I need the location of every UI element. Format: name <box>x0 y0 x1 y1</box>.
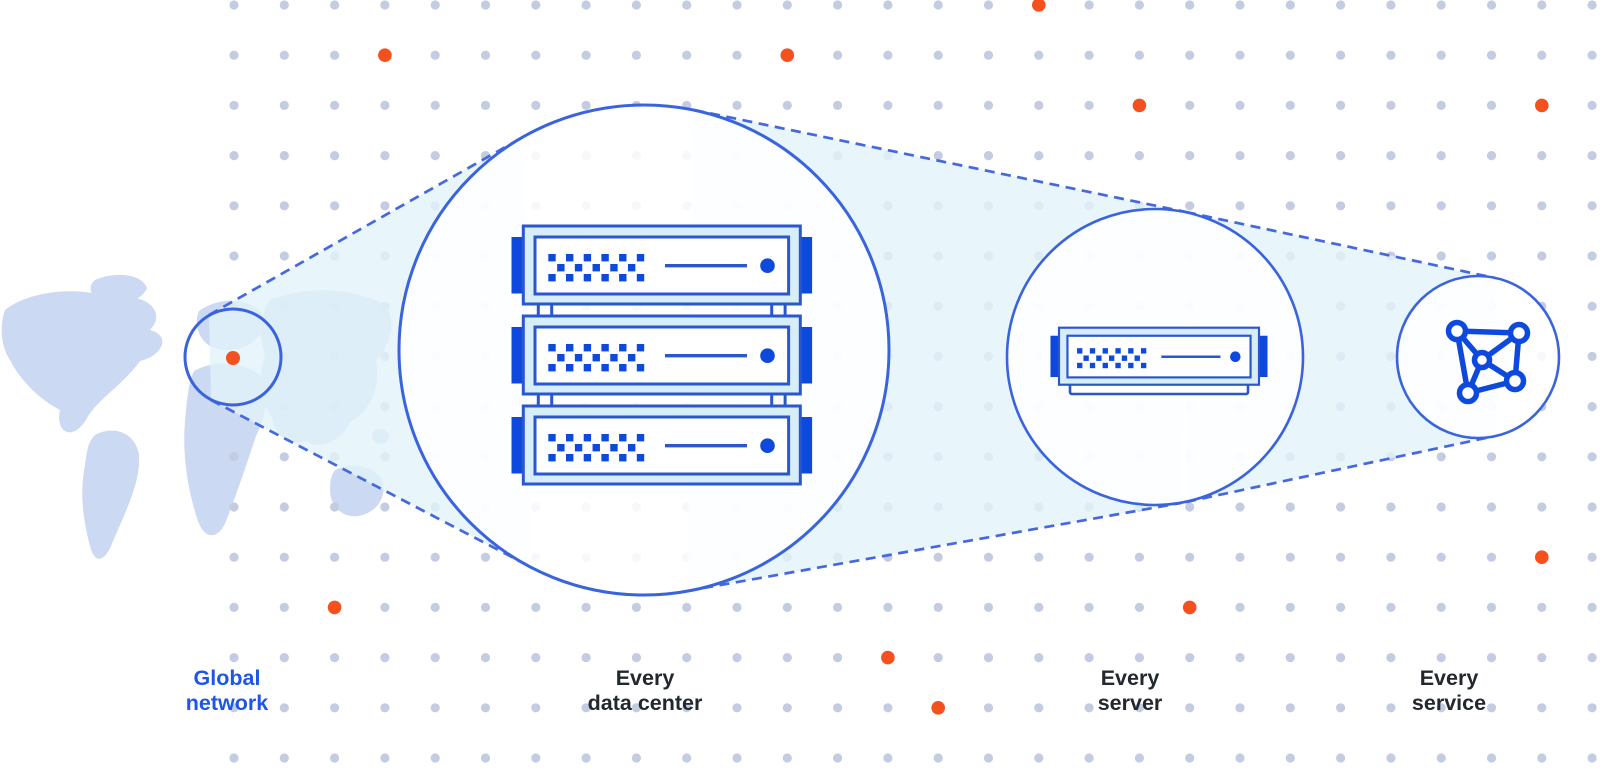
label-line: data center <box>587 691 703 715</box>
graph-node-top-right <box>1507 321 1531 345</box>
accent-dot <box>1032 0 1046 12</box>
label-global-network: Global network <box>186 666 268 716</box>
single-server <box>1049 326 1269 396</box>
label-line: Global <box>193 666 261 690</box>
accent-dots <box>327 0 1549 715</box>
graph-node-top-left <box>1445 319 1469 343</box>
map-marker-dot <box>226 351 240 365</box>
accent-dot <box>1182 600 1197 615</box>
dash-line-1-upper <box>208 135 524 317</box>
map-north-america <box>1 291 163 433</box>
dash-line-2-upper <box>693 108 1187 214</box>
graph-node-bottom-right <box>1503 369 1527 393</box>
network-graph-icon <box>1445 319 1531 405</box>
label-line: Every <box>1100 666 1160 690</box>
accent-dot <box>1535 550 1549 564</box>
graph-node-bottom-left <box>1456 381 1480 405</box>
dash-line-2-lower <box>686 501 1182 593</box>
label-line: Every <box>1419 666 1479 690</box>
accent-dot <box>1132 98 1147 113</box>
label-every-server: Every server <box>1098 666 1163 716</box>
label-line: Every <box>615 666 675 690</box>
accent-dot <box>881 650 895 665</box>
label-every-data-center: Every data center <box>588 666 703 716</box>
label-line: network <box>185 691 269 715</box>
beam-dashed-lines <box>208 108 1496 593</box>
graph-node-center <box>1471 349 1493 371</box>
map-south-america <box>82 430 140 559</box>
accent-dot <box>378 48 392 62</box>
datacenter-rack-stack <box>509 224 814 486</box>
rack-unit-1 <box>509 224 814 306</box>
accent-dot <box>931 701 945 715</box>
rack-unit-3 <box>509 404 814 486</box>
map-focus-circle <box>183 307 283 407</box>
label-line: server <box>1097 691 1163 715</box>
accent-dot <box>780 48 795 62</box>
label-line: service <box>1411 691 1487 715</box>
accent-dot <box>1535 98 1549 113</box>
map-greenland <box>90 274 147 305</box>
rack-unit-2 <box>509 314 814 396</box>
label-every-service: Every service <box>1412 666 1486 716</box>
dash-line-1-lower <box>210 398 532 569</box>
accent-dot <box>327 600 342 615</box>
dash-line-3-upper <box>1185 210 1496 280</box>
dash-line-3-lower <box>1185 434 1496 504</box>
